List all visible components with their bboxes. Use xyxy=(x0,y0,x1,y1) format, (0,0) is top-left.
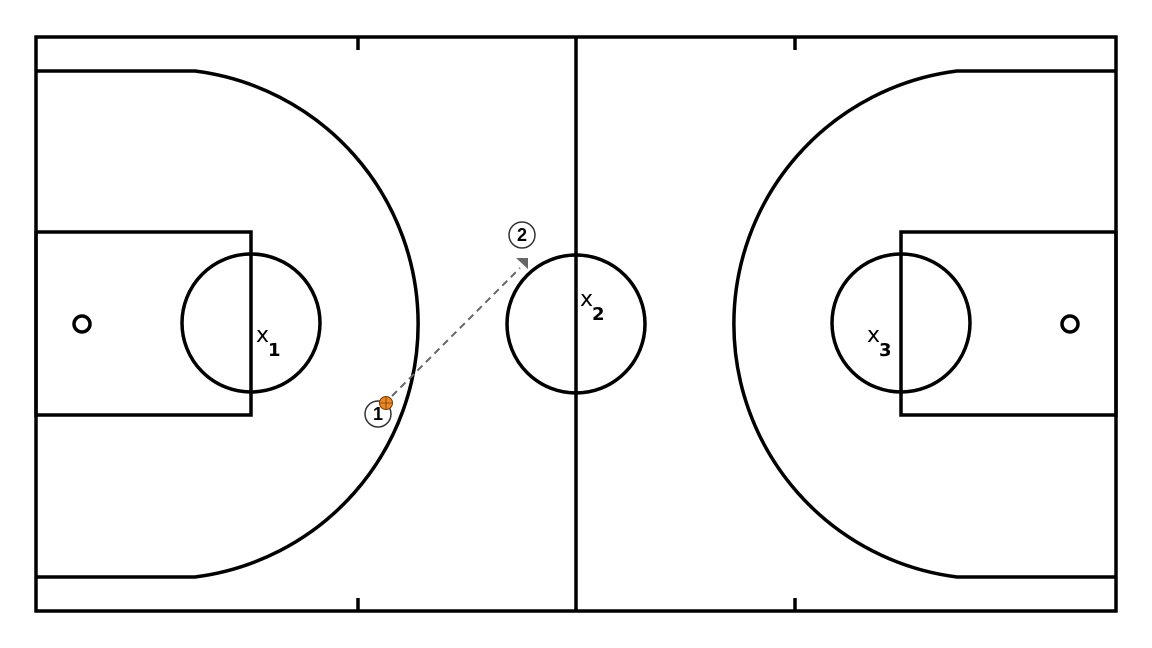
defense-player-x3: x 3 xyxy=(867,323,892,361)
defender-mark: x xyxy=(867,323,880,348)
defender-mark: x xyxy=(580,287,593,312)
offense-player-2: 2 xyxy=(508,221,536,249)
defense-player-x2: x 2 xyxy=(580,287,605,325)
basketball-icon xyxy=(379,396,393,410)
defender-number: 2 xyxy=(592,304,605,325)
pass-line xyxy=(391,267,521,397)
defender-mark: x xyxy=(256,323,269,348)
key-left xyxy=(34,230,253,417)
basket-left xyxy=(72,314,92,334)
key-right xyxy=(899,230,1118,417)
defender-number: 3 xyxy=(879,340,892,361)
pass-arrowhead xyxy=(516,258,528,269)
player-number: 1 xyxy=(373,404,383,424)
free-throw-circle-left xyxy=(180,252,322,394)
player-circle xyxy=(508,221,536,249)
three-point-line-left xyxy=(36,69,420,579)
free-throw-circle-right xyxy=(830,252,972,394)
player-number: 2 xyxy=(517,225,527,245)
defender-number: 1 xyxy=(268,340,281,361)
center-circle xyxy=(505,253,647,395)
basket-right xyxy=(1060,314,1080,334)
defense-player-x1: x 1 xyxy=(256,323,281,361)
three-point-line-right xyxy=(732,69,1116,579)
